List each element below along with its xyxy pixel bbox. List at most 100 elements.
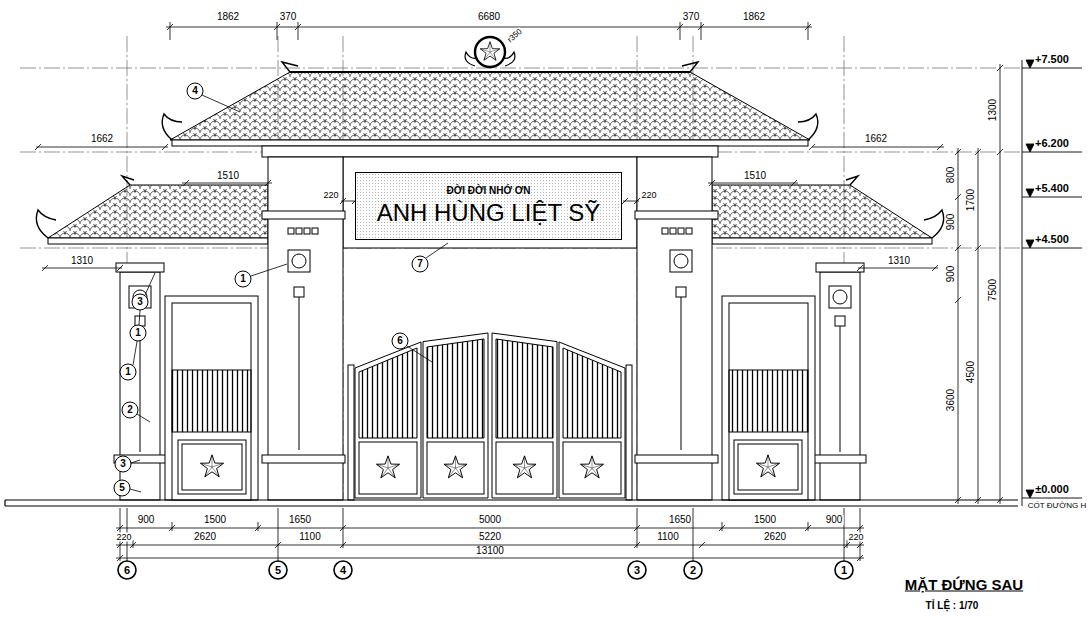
pillar-lamp: [835, 316, 845, 326]
pillar-lamp: [288, 250, 310, 272]
dimension-text: 5000: [478, 515, 502, 525]
callout-circle: [115, 456, 131, 472]
pillar-lamp: [294, 287, 304, 297]
leader-line: [145, 273, 155, 295]
side-door: [172, 303, 251, 500]
gate-pillar: [116, 263, 164, 272]
dimension-line: [955, 149, 961, 503]
main-roof: [682, 62, 698, 72]
dimension-text: 1650: [288, 515, 312, 525]
leader-line: [139, 310, 140, 325]
gate-pillar: [262, 211, 345, 219]
side-roof: [712, 185, 932, 238]
main-roof: [162, 62, 818, 157]
pillar-lamp: [292, 254, 306, 268]
callout-circle: [114, 480, 130, 496]
dimension-line: [622, 198, 640, 204]
pillar-lamp: [312, 228, 318, 234]
callout-number: 1: [134, 328, 142, 338]
pillar-lamp: [670, 228, 676, 234]
dimension-text: 900: [946, 213, 956, 232]
sign-heading: ĐỜI ĐỜI NHỚ ƠN: [444, 185, 532, 196]
note-text: r350: [506, 27, 525, 45]
sign-text: ANH HÙNG LIỆT SỸ: [375, 200, 603, 226]
dimension-line: [166, 27, 812, 28]
elevation-marker: [1026, 60, 1034, 498]
main-gate: [559, 342, 625, 498]
main-roof: [282, 62, 298, 72]
dimension-text: 2620: [763, 532, 787, 542]
dimension-text: 220: [640, 191, 657, 200]
main-roof: [262, 146, 718, 157]
main-gate: [359, 348, 417, 438]
dimension-text: 1510: [743, 171, 767, 181]
scale-note: TỈ LỆ : 1/70: [926, 601, 979, 611]
dimension-text: 220: [322, 191, 339, 200]
gate-pillar: [114, 157, 866, 500]
callout-circle: [114, 83, 428, 496]
grid-bubble: [835, 561, 853, 579]
dimension-line: [812, 147, 944, 148]
gate-pillar: [637, 157, 712, 500]
side-door: [729, 370, 808, 432]
main-gate: [423, 333, 488, 498]
elevation-mark: +4.500: [1034, 234, 1070, 245]
main-roof: [170, 72, 810, 140]
dimension-text: 370: [682, 12, 701, 22]
dimension-text: 900: [137, 515, 156, 525]
gate-pillar: [268, 157, 343, 500]
dimension-line: [116, 558, 864, 559]
dimension-line: [708, 183, 798, 184]
pillar-lamp: [674, 254, 688, 268]
dimension-text: 5220: [478, 532, 502, 542]
leader-line: [130, 95, 448, 492]
dimension-text: 1500: [753, 515, 777, 525]
main-gate: [496, 339, 553, 438]
grid-axis-label: 4: [339, 565, 347, 576]
dimension-line: [42, 268, 122, 269]
ground-line: [5, 500, 1018, 506]
grid-bubble: [118, 561, 136, 579]
callout-circle: [412, 256, 428, 272]
pillar-lamp: [296, 228, 302, 234]
elevation-mark: +6.200: [1034, 138, 1070, 149]
elevation-marker: [1022, 60, 1082, 506]
pillar-lamp: [299, 297, 300, 450]
side-door: [182, 444, 242, 490]
gate-pillar: [635, 455, 718, 463]
callout-circle: [392, 333, 408, 349]
gate-pillar: [262, 455, 345, 463]
elevation-mark: +5.400: [1034, 183, 1070, 194]
main-gate: [355, 342, 421, 498]
gate-pillar: [814, 455, 866, 463]
main-gate: [348, 333, 632, 500]
grid-axis-label: 1: [840, 565, 848, 576]
callout-number: 2: [126, 405, 134, 415]
main-gate: [492, 333, 557, 498]
main-gate: [427, 442, 484, 494]
leader-line: [131, 460, 140, 463]
dimension-line: [978, 148, 979, 504]
dimension-line: [167, 24, 811, 30]
side-door: [200, 455, 223, 477]
pillar-lamp: [686, 228, 692, 234]
dimension-line: [858, 268, 938, 269]
dimension-text: 1500: [203, 515, 227, 525]
dimension-line: [809, 144, 943, 150]
callout-number: 5: [118, 483, 126, 493]
side-door: [172, 370, 251, 432]
axis-line: [20, 68, 1022, 69]
dimension-text: 1662: [90, 134, 114, 144]
axis-line: [20, 36, 1022, 500]
view-title: MẶT ĐỨNG SAU: [905, 577, 1023, 592]
main-roof: [290, 71, 690, 73]
main-gate: [376, 456, 399, 478]
callout-circle: [235, 271, 251, 287]
dimension-text: 1100: [656, 532, 680, 542]
leader-line: [251, 264, 287, 276]
callout-circle: [132, 294, 148, 310]
dimension-text: 1300: [988, 98, 998, 122]
callout-number: 1: [124, 367, 132, 377]
